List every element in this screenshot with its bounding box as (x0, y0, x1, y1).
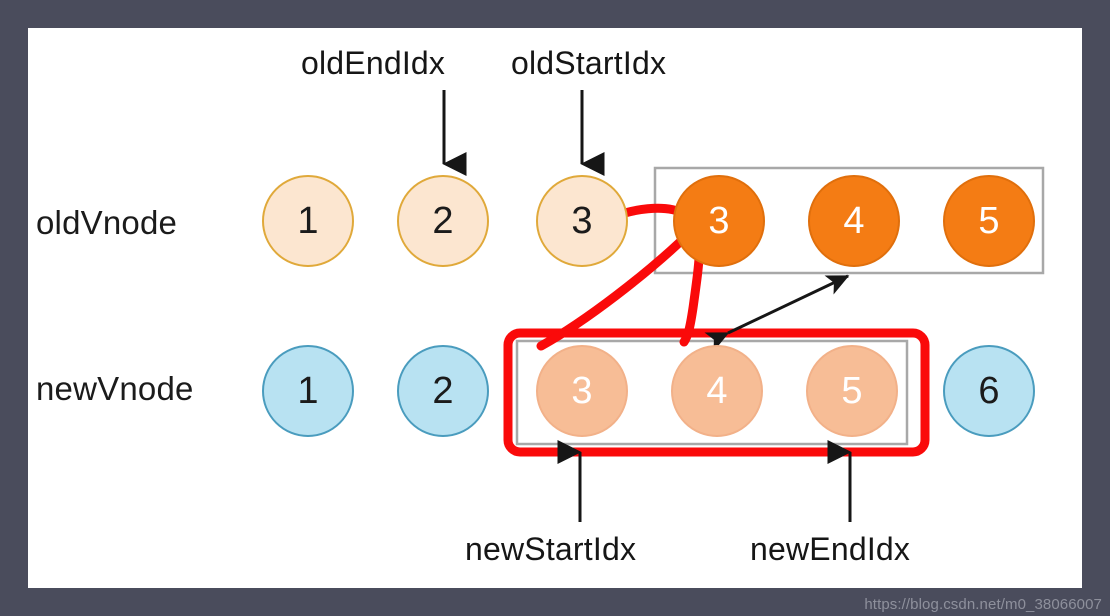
match-double-arrow (704, 274, 850, 352)
old-node-3[interactable]: 3 (673, 175, 765, 267)
new-node-1[interactable]: 2 (397, 345, 489, 437)
new-node-2-value: 3 (571, 370, 593, 412)
new-node-5-value: 6 (978, 370, 1000, 412)
old-end-idx-label: oldEndIdx (301, 45, 446, 81)
diagram-canvas: oldVnode newVnode oldEndIdx oldStartIdx … (28, 28, 1082, 588)
old-node-1-value: 2 (432, 200, 454, 242)
new-node-4-value: 5 (841, 370, 863, 412)
new-node-3[interactable]: 4 (671, 345, 763, 437)
new-start-idx-label: newStartIdx (465, 531, 637, 567)
diagram-overlay (442, 90, 1045, 522)
old-start-idx-label: oldStartIdx (511, 45, 667, 81)
new-node-0[interactable]: 1 (262, 345, 354, 437)
new-node-0-value: 1 (297, 370, 319, 412)
new-node-3-value: 4 (706, 370, 728, 412)
new-row-label: newVnode (36, 370, 194, 407)
old-node-4-value: 4 (843, 200, 865, 242)
new-node-4[interactable]: 5 (806, 345, 898, 437)
old-node-3-value: 3 (708, 200, 730, 242)
old-node-4[interactable]: 4 (808, 175, 900, 267)
old-node-5[interactable]: 5 (943, 175, 1035, 267)
old-node-1[interactable]: 2 (397, 175, 489, 267)
old-row-label: oldVnode (36, 204, 178, 241)
new-node-2[interactable]: 3 (536, 345, 628, 437)
old-node-5-value: 5 (978, 200, 1000, 242)
old-node-0-value: 1 (297, 200, 319, 242)
watermark: https://blog.csdn.net/m0_38066007 (864, 596, 1102, 613)
old-node-2[interactable]: 3 (536, 175, 628, 267)
old-node-0[interactable]: 1 (262, 175, 354, 267)
new-node-1-value: 2 (432, 370, 454, 412)
new-end-idx-label: newEndIdx (750, 531, 911, 567)
new-node-5[interactable]: 6 (943, 345, 1035, 437)
old-node-2-value: 3 (571, 200, 593, 242)
